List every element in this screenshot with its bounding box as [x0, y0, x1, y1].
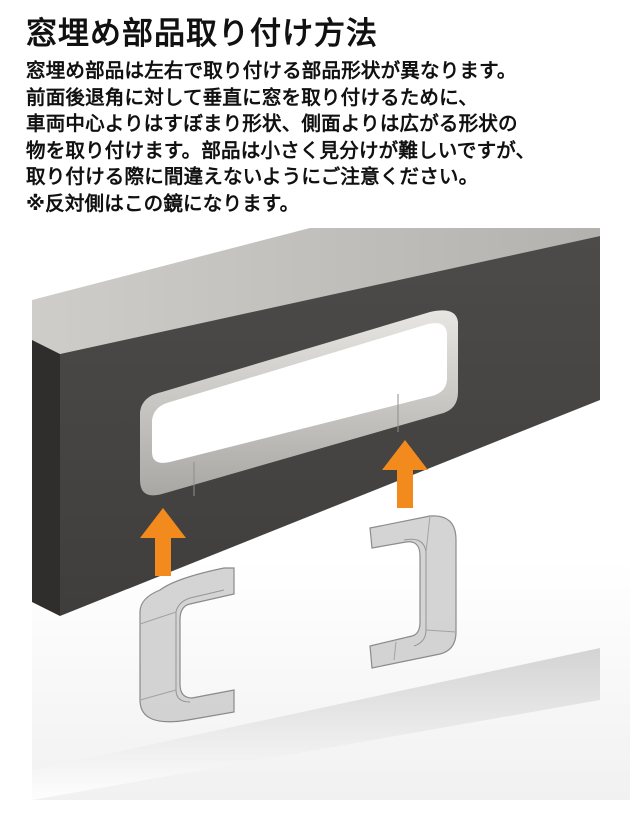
filler-part-right	[369, 515, 457, 669]
window-opening	[152, 323, 447, 463]
arrow-up-icon	[382, 440, 428, 508]
instruction-line: 前面後退角に対して垂直に窓を取り付けるために、	[26, 85, 478, 109]
panel-top-face	[32, 228, 600, 354]
page-title: 窓埋め部品取り付け方法	[26, 16, 378, 52]
instruction-text: 窓埋め部品は左右で取り付ける部品形状が異なります。 前面後退角に対して垂直に窓を…	[26, 58, 616, 217]
panel-side-face	[32, 340, 60, 616]
instruction-line: 窓埋め部品は左右で取り付ける部品形状が異なります。	[26, 59, 517, 82]
drop-shadow	[32, 648, 600, 800]
instruction-line: 車両中心よりはすぼまり形状、側面よりは広がる形状の	[26, 112, 518, 135]
instruction-line: 取り付ける際に間違えないようにご注意ください。	[26, 165, 479, 188]
filler-part-left	[139, 567, 235, 723]
arrow-up-icon	[140, 508, 186, 576]
instruction-note: ※反対側はこの鏡になります。	[26, 191, 300, 215]
instruction-line: 物を取り付けます。部品は小さく見分けが難しいですが、	[26, 138, 536, 162]
